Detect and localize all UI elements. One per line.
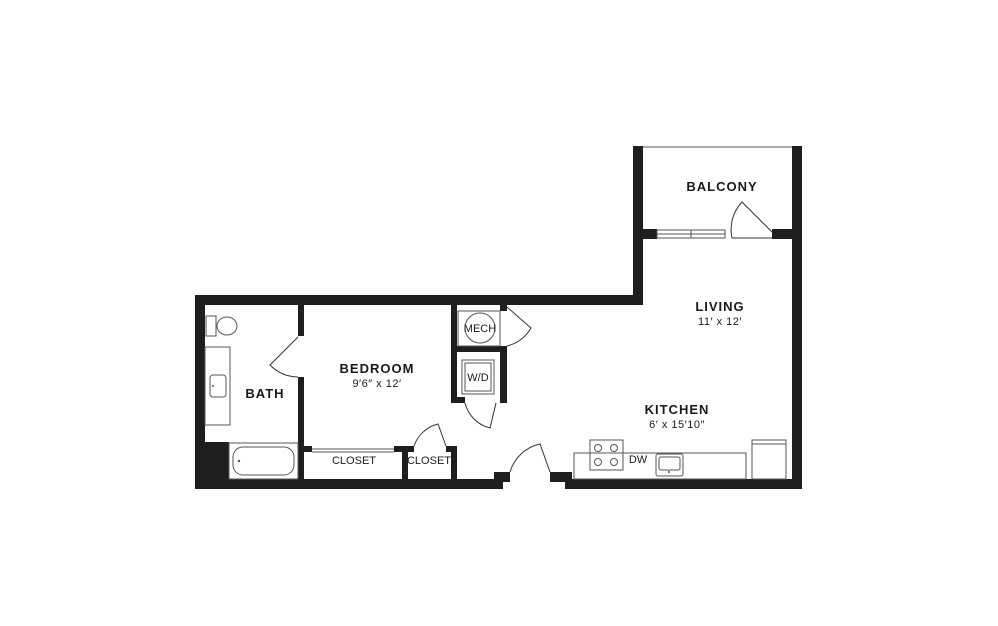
mech-wd-fixtures xyxy=(457,310,501,395)
door-swings xyxy=(269,201,773,473)
room-labels: BALCONY LIVING 11′ x 12′ BEDROOM 9′6″ x … xyxy=(245,179,757,431)
label-closet-hall: CLOSET xyxy=(407,455,451,467)
room-dims-living: 11′ x 12′ xyxy=(698,316,742,328)
closet-shelves xyxy=(312,448,394,453)
label-dishwasher: DW xyxy=(629,454,648,466)
room-label-bath: BATH xyxy=(245,386,284,401)
room-dims-bedroom: 9′6″ x 12′ xyxy=(352,378,401,390)
kitchen-fixtures xyxy=(573,439,787,480)
label-mech: MECH xyxy=(464,323,496,335)
label-closet-bedroom: CLOSET xyxy=(332,455,376,467)
room-label-bedroom: BEDROOM xyxy=(340,361,415,376)
fixture-labels: MECH W/D CLOSET CLOSET DW xyxy=(332,323,648,467)
walls xyxy=(195,146,802,489)
sliding-door xyxy=(656,229,726,239)
room-label-balcony: BALCONY xyxy=(686,179,757,194)
room-dims-kitchen: 6′ x 15′10″ xyxy=(649,419,705,431)
room-label-kitchen: KITCHEN xyxy=(645,402,710,417)
bath-fixtures xyxy=(204,315,299,480)
room-label-living: LIVING xyxy=(695,299,744,314)
label-washer-dryer: W/D xyxy=(467,372,488,384)
